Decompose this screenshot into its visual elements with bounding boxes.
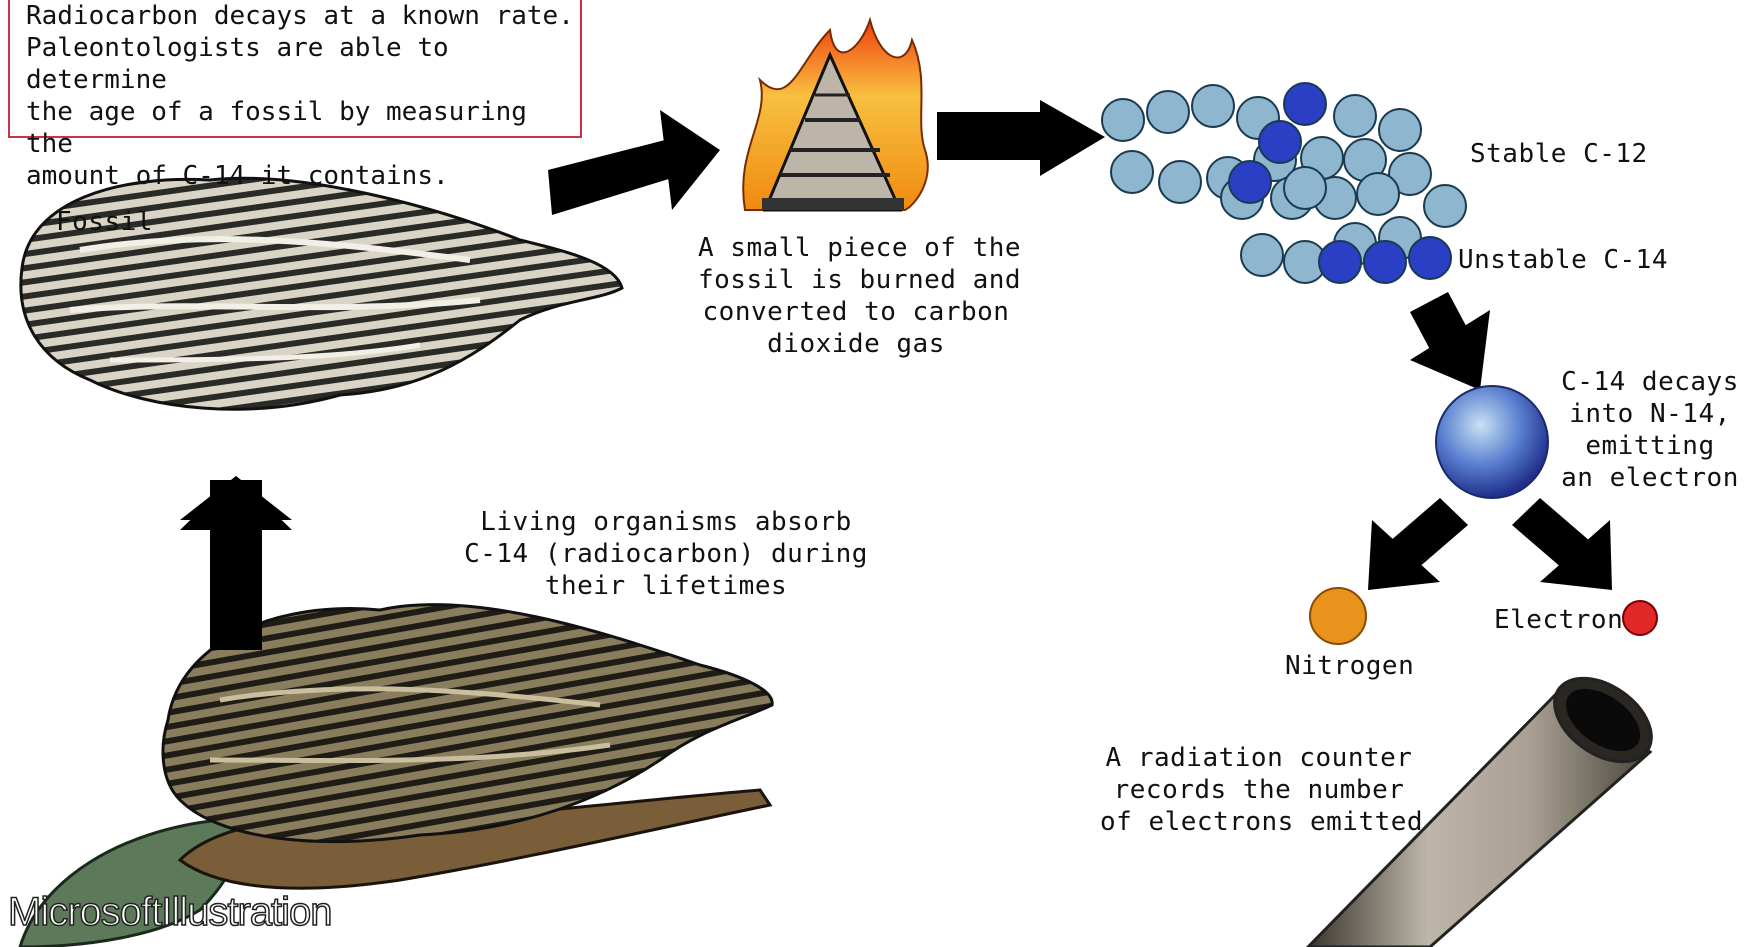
carbon-atom-cluster: [1102, 83, 1466, 283]
intro-box: Radiocarbon decays at a known rate. Pale…: [8, 0, 582, 138]
nitrogen-atom: [1310, 588, 1366, 644]
intro-text: Radiocarbon decays at a known rate. Pale…: [26, 0, 576, 192]
living-caption: Living organisms absorb C-14 (radiocarbo…: [460, 506, 872, 602]
nitrogen-label: Nitrogen: [1285, 650, 1414, 682]
electron-label: Electron: [1494, 604, 1623, 636]
stable-c12-label: Stable C-12: [1470, 138, 1648, 170]
credit-watermark: MicrosoftIllustration: [8, 888, 332, 936]
unstable-c14-label: Unstable C-14: [1458, 244, 1668, 276]
burn-caption: A small piece of the fossil is burned an…: [698, 232, 1014, 360]
counter-caption: A radiation counter records the number o…: [1100, 742, 1418, 838]
burning-fossil-icon: [743, 20, 928, 210]
arrow-to-nitrogen: [1368, 498, 1468, 590]
fossil-label: Fossil: [56, 206, 153, 238]
arrow-to-electron: [1512, 498, 1612, 590]
electron-particle: [1623, 601, 1657, 635]
decaying-c14-atom: [1436, 386, 1548, 498]
arrow-to-atoms: [937, 100, 1105, 176]
decay-caption: C-14 decays into N-14, emitting an elect…: [1552, 366, 1748, 494]
arrow-to-decay: [1410, 292, 1490, 390]
